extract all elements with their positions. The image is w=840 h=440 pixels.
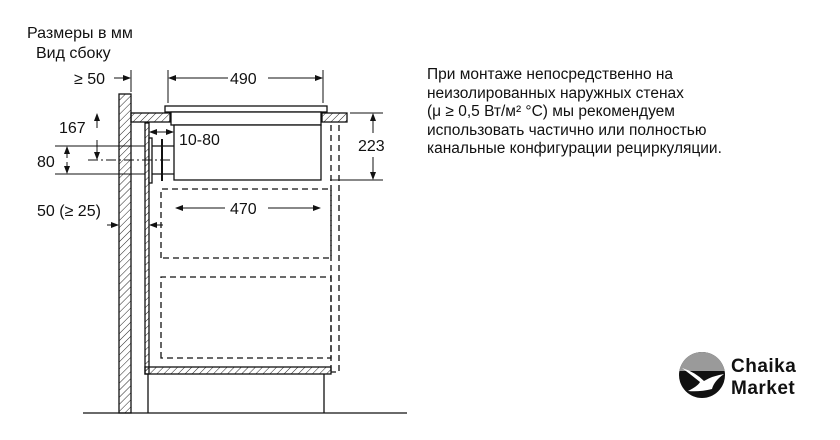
countertop-left [130, 112, 171, 123]
note-line: (μ ≥ 0,5 Вт/м² °C) мы рекомендуем [427, 103, 675, 120]
drawer-lower [160, 276, 332, 359]
wall [118, 93, 132, 414]
dim-rear-gap: 50 (≥ 25) [37, 203, 101, 220]
note-line: При монтаже непосредственно на [427, 66, 674, 83]
dim-inner-width: 470 [230, 201, 257, 218]
chaika-logo-icon [679, 352, 725, 398]
logo-line2: Market [731, 378, 796, 399]
logo-wordmark: Chaika Market [731, 356, 796, 400]
hob-frame [170, 111, 322, 126]
front-dashed [331, 125, 340, 373]
countertop-right [321, 112, 348, 123]
drawer-upper [160, 188, 332, 259]
view-label: Вид сбоку [36, 45, 111, 62]
hob-glass [164, 105, 328, 113]
note-line: канальные конфигурации рециркуляции. [427, 140, 722, 157]
units-label: Размеры в мм [27, 25, 133, 42]
dim-duct-offset: 10-80 [179, 132, 220, 149]
installation-note: При монтаже непосредственно на неизолиро… [427, 66, 722, 159]
dim-wall-gap: ≥ 50 [74, 71, 105, 88]
note-line: неизолированных наружных стенах [427, 84, 684, 102]
hob-body [173, 124, 322, 181]
dim-167: 167 [59, 120, 86, 137]
dim-80: 80 [37, 154, 55, 171]
dim-total-height: 223 [358, 138, 385, 155]
dim-hob-width: 490 [230, 71, 257, 88]
note-line: использовать частично или полностью [427, 121, 707, 139]
logo-line1: Chaika [731, 356, 797, 377]
cabinet-bottom [144, 366, 332, 375]
